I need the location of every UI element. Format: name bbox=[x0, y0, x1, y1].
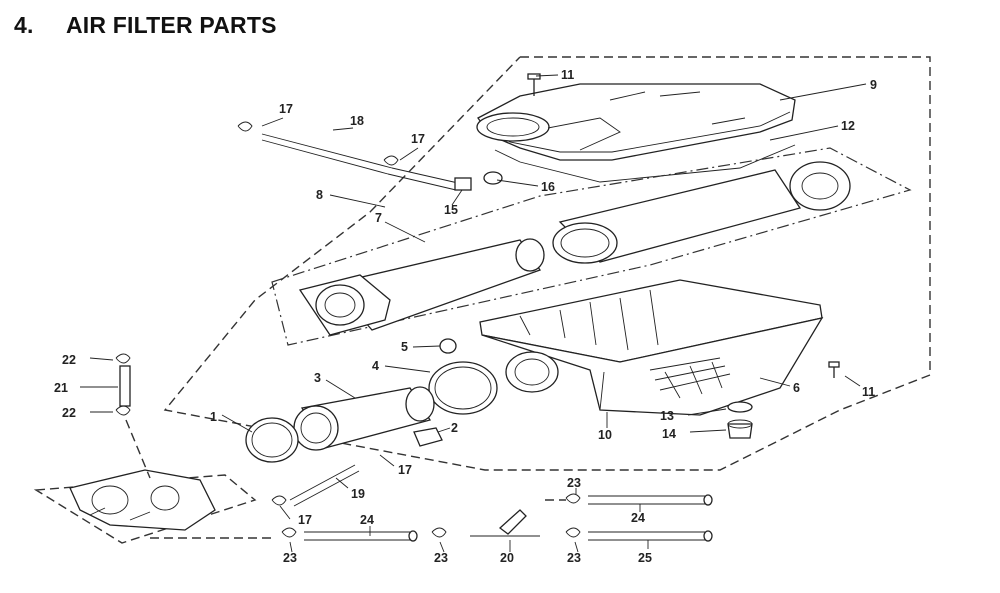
callout-13: 13 bbox=[660, 409, 674, 423]
callout-10: 10 bbox=[598, 428, 612, 442]
callout-12: 12 bbox=[841, 119, 855, 133]
callout-3: 3 bbox=[314, 371, 321, 385]
breather-hose-upper bbox=[261, 133, 472, 191]
callout-23-c: 23 bbox=[567, 551, 581, 565]
callout-17-mid: 17 bbox=[398, 463, 412, 477]
callout-17-top-right: 17 bbox=[411, 132, 425, 146]
callout-4: 4 bbox=[372, 359, 379, 373]
leader-lines bbox=[80, 74, 867, 553]
callout-21: 21 bbox=[54, 381, 68, 395]
callout-5: 5 bbox=[401, 340, 408, 354]
cover-gasket bbox=[494, 144, 796, 183]
clip-left bbox=[237, 121, 253, 132]
bottom-vent-hoses bbox=[150, 493, 713, 542]
air-box-outlet bbox=[505, 351, 559, 393]
callout-8: 8 bbox=[316, 188, 323, 202]
callout-18: 18 bbox=[350, 114, 364, 128]
vent-fitting bbox=[413, 427, 443, 447]
callout-11-right: 11 bbox=[862, 385, 875, 399]
vent-hose-left bbox=[115, 353, 151, 479]
callout-23-b: 23 bbox=[434, 551, 448, 565]
callout-20: 20 bbox=[500, 551, 514, 565]
callout-16: 16 bbox=[541, 180, 555, 194]
filter-paper-cylinder bbox=[552, 169, 802, 264]
callout-17-top-left: 17 bbox=[279, 102, 293, 116]
drain-valve bbox=[727, 401, 753, 439]
callout-2: 2 bbox=[451, 421, 458, 435]
section-number: 4. bbox=[14, 12, 34, 38]
callout-1: 1 bbox=[210, 410, 217, 424]
intake-duct bbox=[293, 386, 435, 451]
callout-9: 9 bbox=[870, 78, 877, 92]
callout-25: 25 bbox=[638, 551, 652, 565]
grommet-top bbox=[483, 171, 503, 185]
screw-top bbox=[527, 73, 541, 96]
callout-23-a: 23 bbox=[283, 551, 297, 565]
section-title: AIR FILTER PARTS bbox=[66, 12, 277, 38]
callout-11-top: 11 bbox=[561, 68, 574, 82]
air-box-cover bbox=[476, 83, 796, 161]
callout-22-bottom: 22 bbox=[62, 406, 76, 420]
callout-22-top: 22 bbox=[62, 353, 76, 367]
callout-7: 7 bbox=[375, 211, 382, 225]
page-heading: 4. AIR FILTER PARTS bbox=[14, 12, 277, 39]
assembly-boundary bbox=[163, 56, 931, 471]
filter-end-flange bbox=[298, 274, 391, 336]
outlet-clamp bbox=[428, 361, 498, 415]
callout-24-a: 24 bbox=[360, 513, 374, 527]
callout-23-d: 23 bbox=[567, 476, 581, 490]
screw-right bbox=[828, 361, 840, 378]
callout-15: 15 bbox=[444, 203, 458, 217]
grommet bbox=[439, 338, 457, 354]
drain-hose-19 bbox=[271, 464, 360, 507]
filter-end-cap bbox=[789, 161, 851, 211]
callout-19: 19 bbox=[351, 487, 365, 501]
air-box-body bbox=[479, 279, 824, 416]
carburetor bbox=[69, 469, 216, 531]
callout-14: 14 bbox=[662, 427, 676, 441]
callout-6: 6 bbox=[793, 381, 800, 395]
intake-clamp bbox=[245, 417, 299, 463]
callout-24-b: 24 bbox=[631, 511, 645, 525]
callout-17-bottom: 17 bbox=[298, 513, 312, 527]
clip-right bbox=[383, 155, 399, 166]
filter-element-bracket bbox=[271, 147, 912, 346]
